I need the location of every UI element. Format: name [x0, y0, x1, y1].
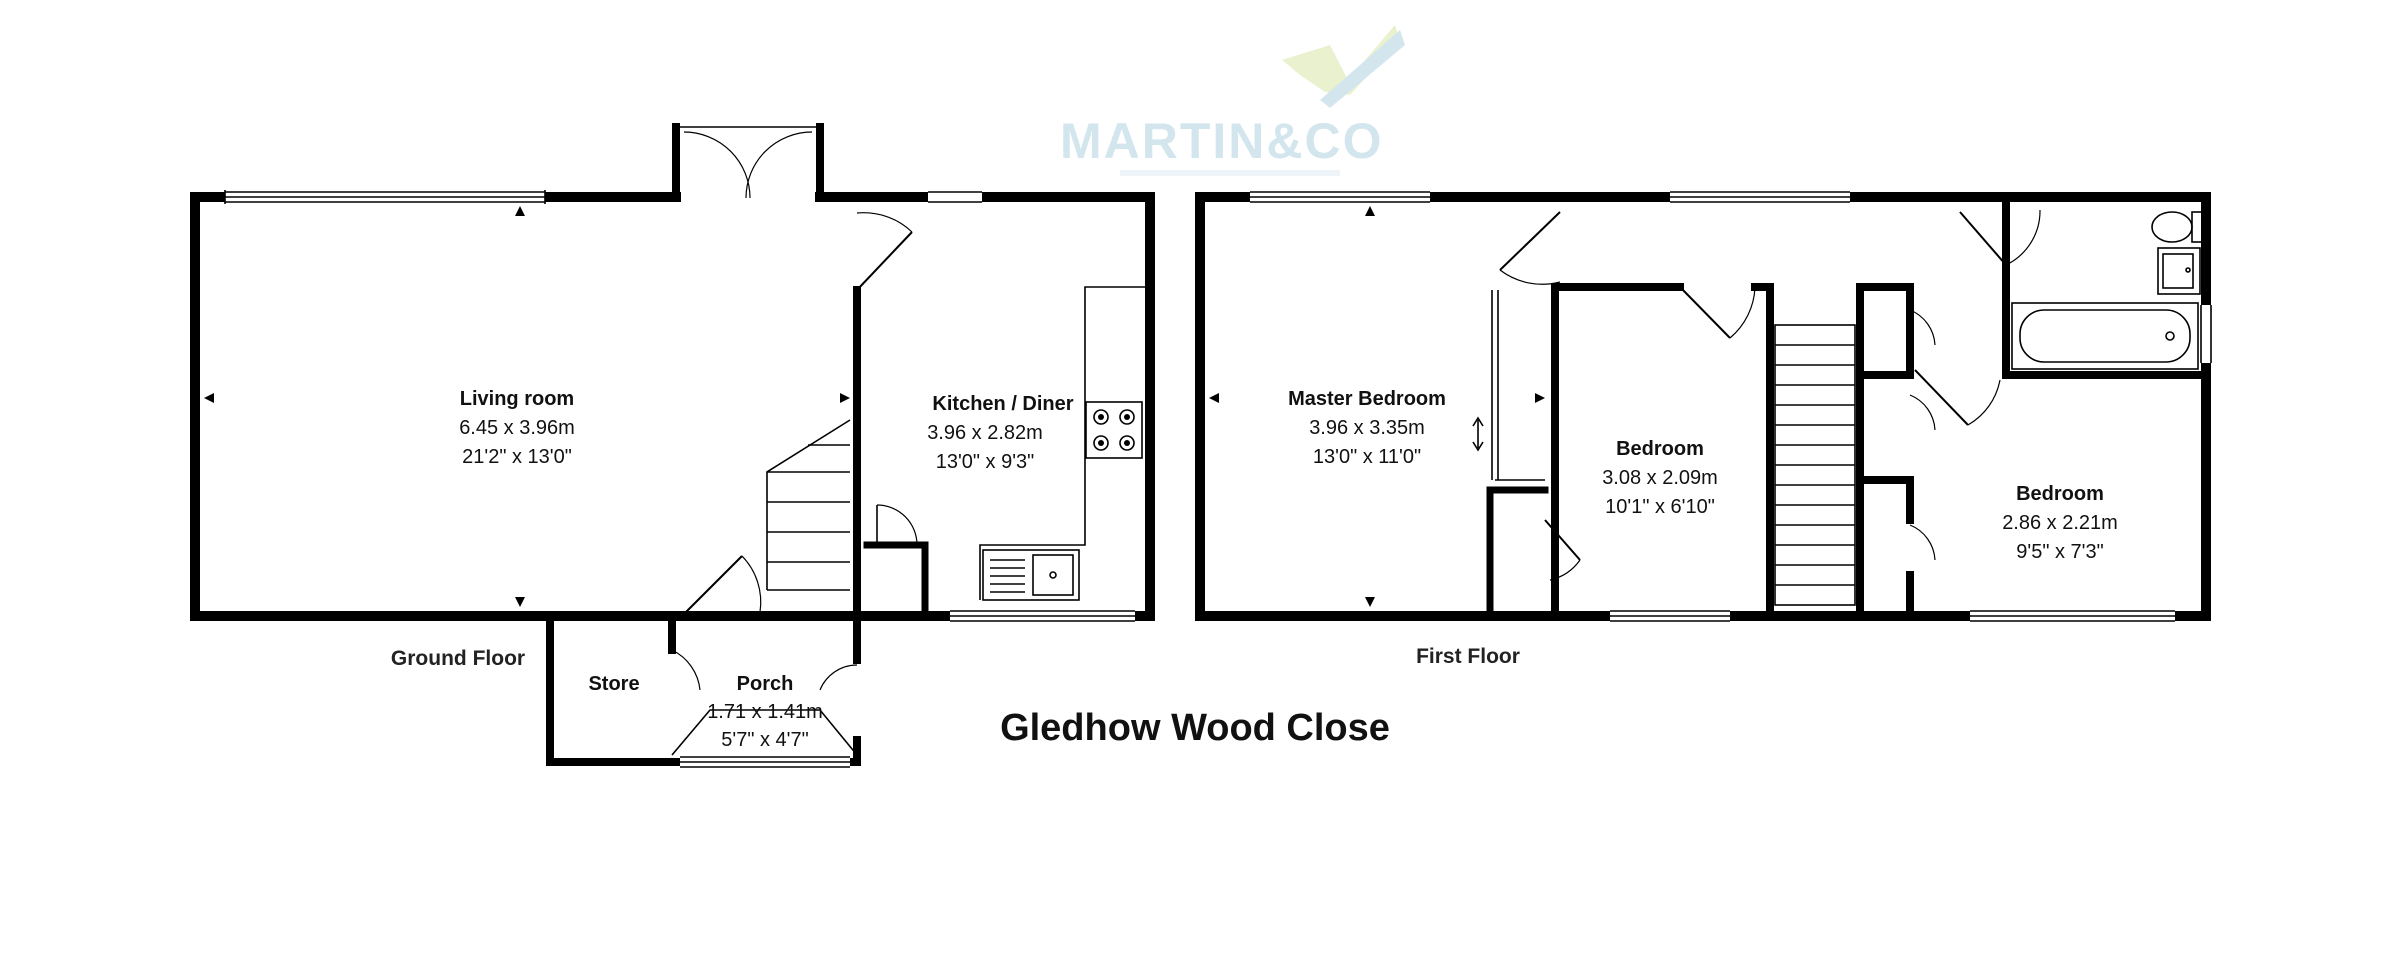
- bathroom-wall: [2002, 193, 2210, 379]
- door-swing-icon: [1679, 286, 1756, 339]
- room-label-bedroom-3: Bedroom 2.86 x 2.21m 9'5" x 7'3": [2002, 483, 2118, 563]
- dimension-arrow-icon: [1209, 206, 1545, 607]
- room-metric: 2.86 x 2.21m: [2002, 512, 2118, 534]
- room-imperial: 5'7" x 4'7": [721, 729, 808, 751]
- porch-bay: [671, 709, 858, 756]
- room-name: Porch: [737, 673, 794, 695]
- stairs-icon: [766, 419, 851, 591]
- door-swing-icon: [1909, 309, 1936, 561]
- room-metric: 3.96 x 2.82m: [927, 422, 1043, 444]
- window-icon: [1610, 610, 1730, 622]
- window-icon: [1670, 191, 1850, 203]
- window-icon: [224, 190, 546, 204]
- ground-floor-label: Ground Floor: [391, 647, 525, 670]
- room-name: Living room: [460, 388, 574, 410]
- room-metric: 6.45 x 3.96m: [459, 417, 575, 439]
- room-name: Master Bedroom: [1288, 388, 1446, 410]
- logo-text: MARTIN&CO: [1060, 113, 1384, 169]
- door-swing-icon: [856, 212, 913, 291]
- room-name: Bedroom: [2016, 483, 2104, 505]
- property-title: Gledhow Wood Close: [1000, 707, 1390, 749]
- door-swing-icon: [819, 664, 858, 691]
- window-icon: [950, 610, 1135, 622]
- room-label-bedroom-2: Bedroom 3.08 x 2.09m 10'1" x 6'10": [1602, 438, 1718, 518]
- bath-icon: [2011, 302, 2199, 370]
- window-icon: [1250, 191, 1430, 203]
- door-swing-icon: [671, 649, 701, 691]
- door-swing-icon: [1914, 369, 2001, 426]
- room-imperial: 13'0" x 9'3": [936, 451, 1035, 473]
- window-icon: [680, 756, 850, 768]
- room-imperial: 9'5" x 7'3": [2016, 541, 2103, 563]
- window-icon: [928, 191, 982, 203]
- ground-floor-plan: [190, 123, 1155, 769]
- logo-underline: [1120, 170, 1340, 176]
- sink-icon: [982, 549, 1080, 601]
- door-swing-icon: [683, 131, 813, 199]
- door-swing-icon: [876, 504, 918, 546]
- hob-icon: [1085, 401, 1143, 459]
- room-imperial: 10'1" x 6'10": [1605, 496, 1715, 518]
- room-name: Kitchen / Diner: [932, 393, 1073, 415]
- door-swing-icon: [1959, 209, 2041, 266]
- first-floor-plan: [1195, 190, 2213, 623]
- door-swing-icon: [685, 555, 762, 613]
- room-label-kitchen: Kitchen / Diner 3.96 x 2.82m 13'0" x 9'3…: [927, 393, 1074, 473]
- window-icon: [1970, 610, 2175, 622]
- logo-leaf-icon: [1282, 25, 1400, 95]
- room-label-porch: Porch 1.71 x 1.41m 5'7" x 4'7": [707, 673, 823, 751]
- room-name: Store: [588, 673, 639, 695]
- toilet-icon: [2151, 211, 2203, 243]
- cupboard-column: [1856, 283, 1914, 620]
- room-metric: 3.96 x 3.35m: [1309, 417, 1425, 439]
- dimension-arrow-icon: [204, 206, 850, 607]
- room-label-living-room: Living room 6.45 x 3.96m 21'2" x 13'0": [459, 388, 575, 468]
- door-swing-icon: [1544, 519, 1581, 581]
- first-floor-label: First Floor: [1416, 645, 1520, 668]
- logo-swoosh-icon: [1320, 30, 1405, 108]
- kitchen-cupboard: [863, 541, 929, 620]
- bedroom2-wall: [1551, 283, 1684, 620]
- room-imperial: 13'0" x 11'0": [1313, 446, 1421, 468]
- sliding-door-arrow-icon: [1472, 416, 1484, 452]
- store-wall: [546, 612, 676, 766]
- stairs-icon: [1774, 324, 1856, 606]
- room-label-store: Store: [588, 673, 639, 695]
- window-icon: [2200, 305, 2212, 363]
- basin-icon: [2157, 247, 2201, 295]
- door-swing-icon: [1499, 211, 1561, 285]
- kitchen-counter: [979, 286, 1145, 600]
- logo: MARTIN&CO: [1060, 25, 1405, 176]
- room-metric: 1.71 x 1.41m: [707, 701, 823, 723]
- room-name: Bedroom: [1616, 438, 1704, 460]
- room-imperial: 21'2" x 13'0": [462, 446, 572, 468]
- room-label-master-bedroom: Master Bedroom 3.96 x 3.35m 13'0" x 11'0…: [1288, 388, 1446, 468]
- wardrobe: [1486, 486, 1549, 620]
- room-metric: 3.08 x 2.09m: [1602, 467, 1718, 489]
